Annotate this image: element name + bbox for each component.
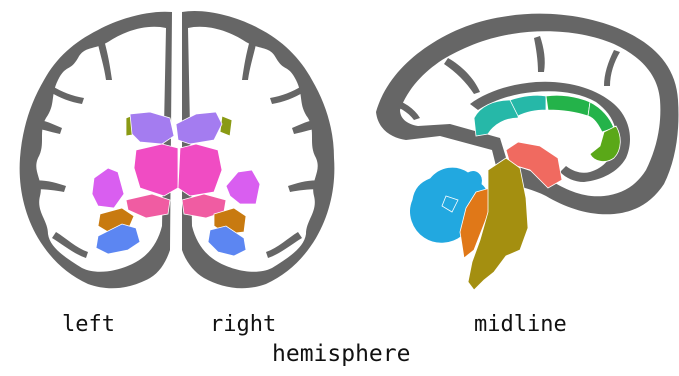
hemisphere-title: hemisphere	[272, 343, 410, 366]
right-accumbens	[220, 116, 232, 136]
sagittal-midline	[376, 14, 678, 290]
left-hemisphere-label: left	[62, 314, 115, 336]
right-hemisphere-label: right	[210, 314, 276, 336]
left-thalamus	[134, 144, 178, 196]
right-thalamus	[178, 144, 222, 196]
midline-label: midline	[474, 314, 567, 336]
